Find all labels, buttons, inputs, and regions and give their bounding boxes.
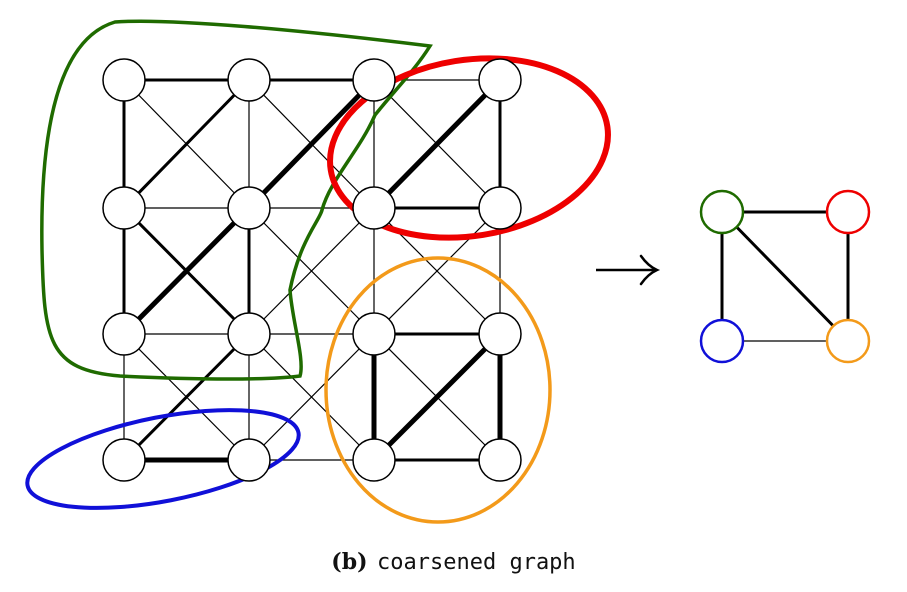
- arrow-right-icon: [596, 254, 661, 286]
- coarse-node-green: [699, 189, 745, 235]
- caption-label: (b): [331, 549, 368, 575]
- coarse-node-blue: [699, 318, 745, 364]
- edge-c2-b3: [248, 207, 375, 335]
- coarse-node-red: [825, 189, 871, 235]
- cluster-outlines: [25, 19, 611, 524]
- node-d3: [478, 312, 522, 356]
- node-b2: [227, 186, 271, 230]
- fine-graph-edges: [121, 77, 503, 463]
- node-d1: [478, 58, 522, 102]
- cluster-green-outline: [40, 19, 433, 381]
- node-d4: [478, 438, 522, 482]
- node-c4: [352, 438, 396, 482]
- coarse-node-orange: [825, 318, 871, 364]
- node-a1: [102, 58, 146, 102]
- arrow-head: [639, 254, 661, 286]
- edge-d2-c3: [373, 207, 501, 335]
- node-c3: [352, 312, 396, 356]
- edge-d3-c4: [371, 331, 503, 463]
- node-b3: [227, 312, 271, 356]
- node-a3: [102, 312, 146, 356]
- node-b1: [227, 58, 271, 102]
- caption-text: coarsened graph: [377, 550, 576, 575]
- node-b4: [227, 438, 271, 482]
- cluster-red-outline: [327, 55, 611, 241]
- node-d2: [478, 186, 522, 230]
- edge-d1-c2: [371, 77, 503, 211]
- edge-c1-b2: [246, 77, 377, 211]
- cluster-blue-outline: [25, 408, 301, 510]
- coarsened-graph: [699, 189, 871, 364]
- edge-b2-a3: [121, 205, 252, 337]
- coarse-edge-green-orange: [720, 210, 850, 343]
- figure-caption: (b) coarsened graph: [0, 549, 907, 575]
- edge-c3-b4: [248, 333, 375, 461]
- node-a2: [102, 186, 146, 230]
- node-c2: [352, 186, 396, 230]
- edge-b1-a2: [122, 78, 251, 210]
- fine-graph-nodes: [102, 58, 522, 482]
- cluster-orange-outline: [324, 256, 552, 524]
- edge-b3-a4: [122, 332, 251, 462]
- node-c1: [352, 58, 396, 102]
- node-a4: [102, 438, 146, 482]
